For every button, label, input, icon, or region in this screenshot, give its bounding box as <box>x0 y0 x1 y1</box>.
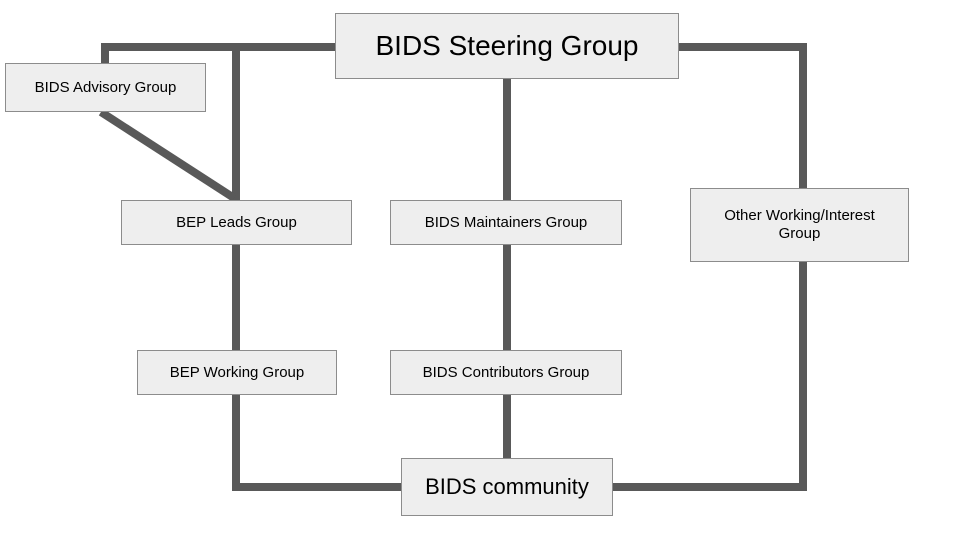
node-label-bep-leads-group: BEP Leads Group <box>176 213 297 231</box>
node-label-bids-advisory-group: BIDS Advisory Group <box>34 78 177 96</box>
node-label-bids-contributors-group: BIDS Contributors Group <box>422 363 590 381</box>
node-label-bids-steering-group: BIDS Steering Group <box>375 30 639 62</box>
node-bids-steering-group[interactable]: BIDS Steering Group <box>335 13 679 79</box>
node-bids-community[interactable]: BIDS community <box>401 458 613 516</box>
edge-advisory-to-bep-leads <box>98 108 237 202</box>
node-other-working-interest-group[interactable]: Other Working/Interest Group <box>690 188 909 262</box>
edge-steering-to-advisory <box>101 43 335 63</box>
edge-steering-to-other-wg <box>679 43 807 188</box>
node-bids-contributors-group[interactable]: BIDS Contributors Group <box>390 350 622 395</box>
node-bep-working-group[interactable]: BEP Working Group <box>137 350 337 395</box>
node-bep-leads-group[interactable]: BEP Leads Group <box>121 200 352 245</box>
node-label-bids-maintainers-group: BIDS Maintainers Group <box>424 213 588 231</box>
edge-bep-working-to-community <box>232 395 401 491</box>
node-bids-maintainers-group[interactable]: BIDS Maintainers Group <box>390 200 622 245</box>
edge-other-wg-to-community <box>613 262 807 491</box>
node-label-other-working-interest-group: Other Working/Interest Group <box>724 207 875 242</box>
node-label-bep-working-group: BEP Working Group <box>169 363 305 381</box>
node-label-bids-community: BIDS community <box>425 474 589 500</box>
node-bids-advisory-group[interactable]: BIDS Advisory Group <box>5 63 206 112</box>
